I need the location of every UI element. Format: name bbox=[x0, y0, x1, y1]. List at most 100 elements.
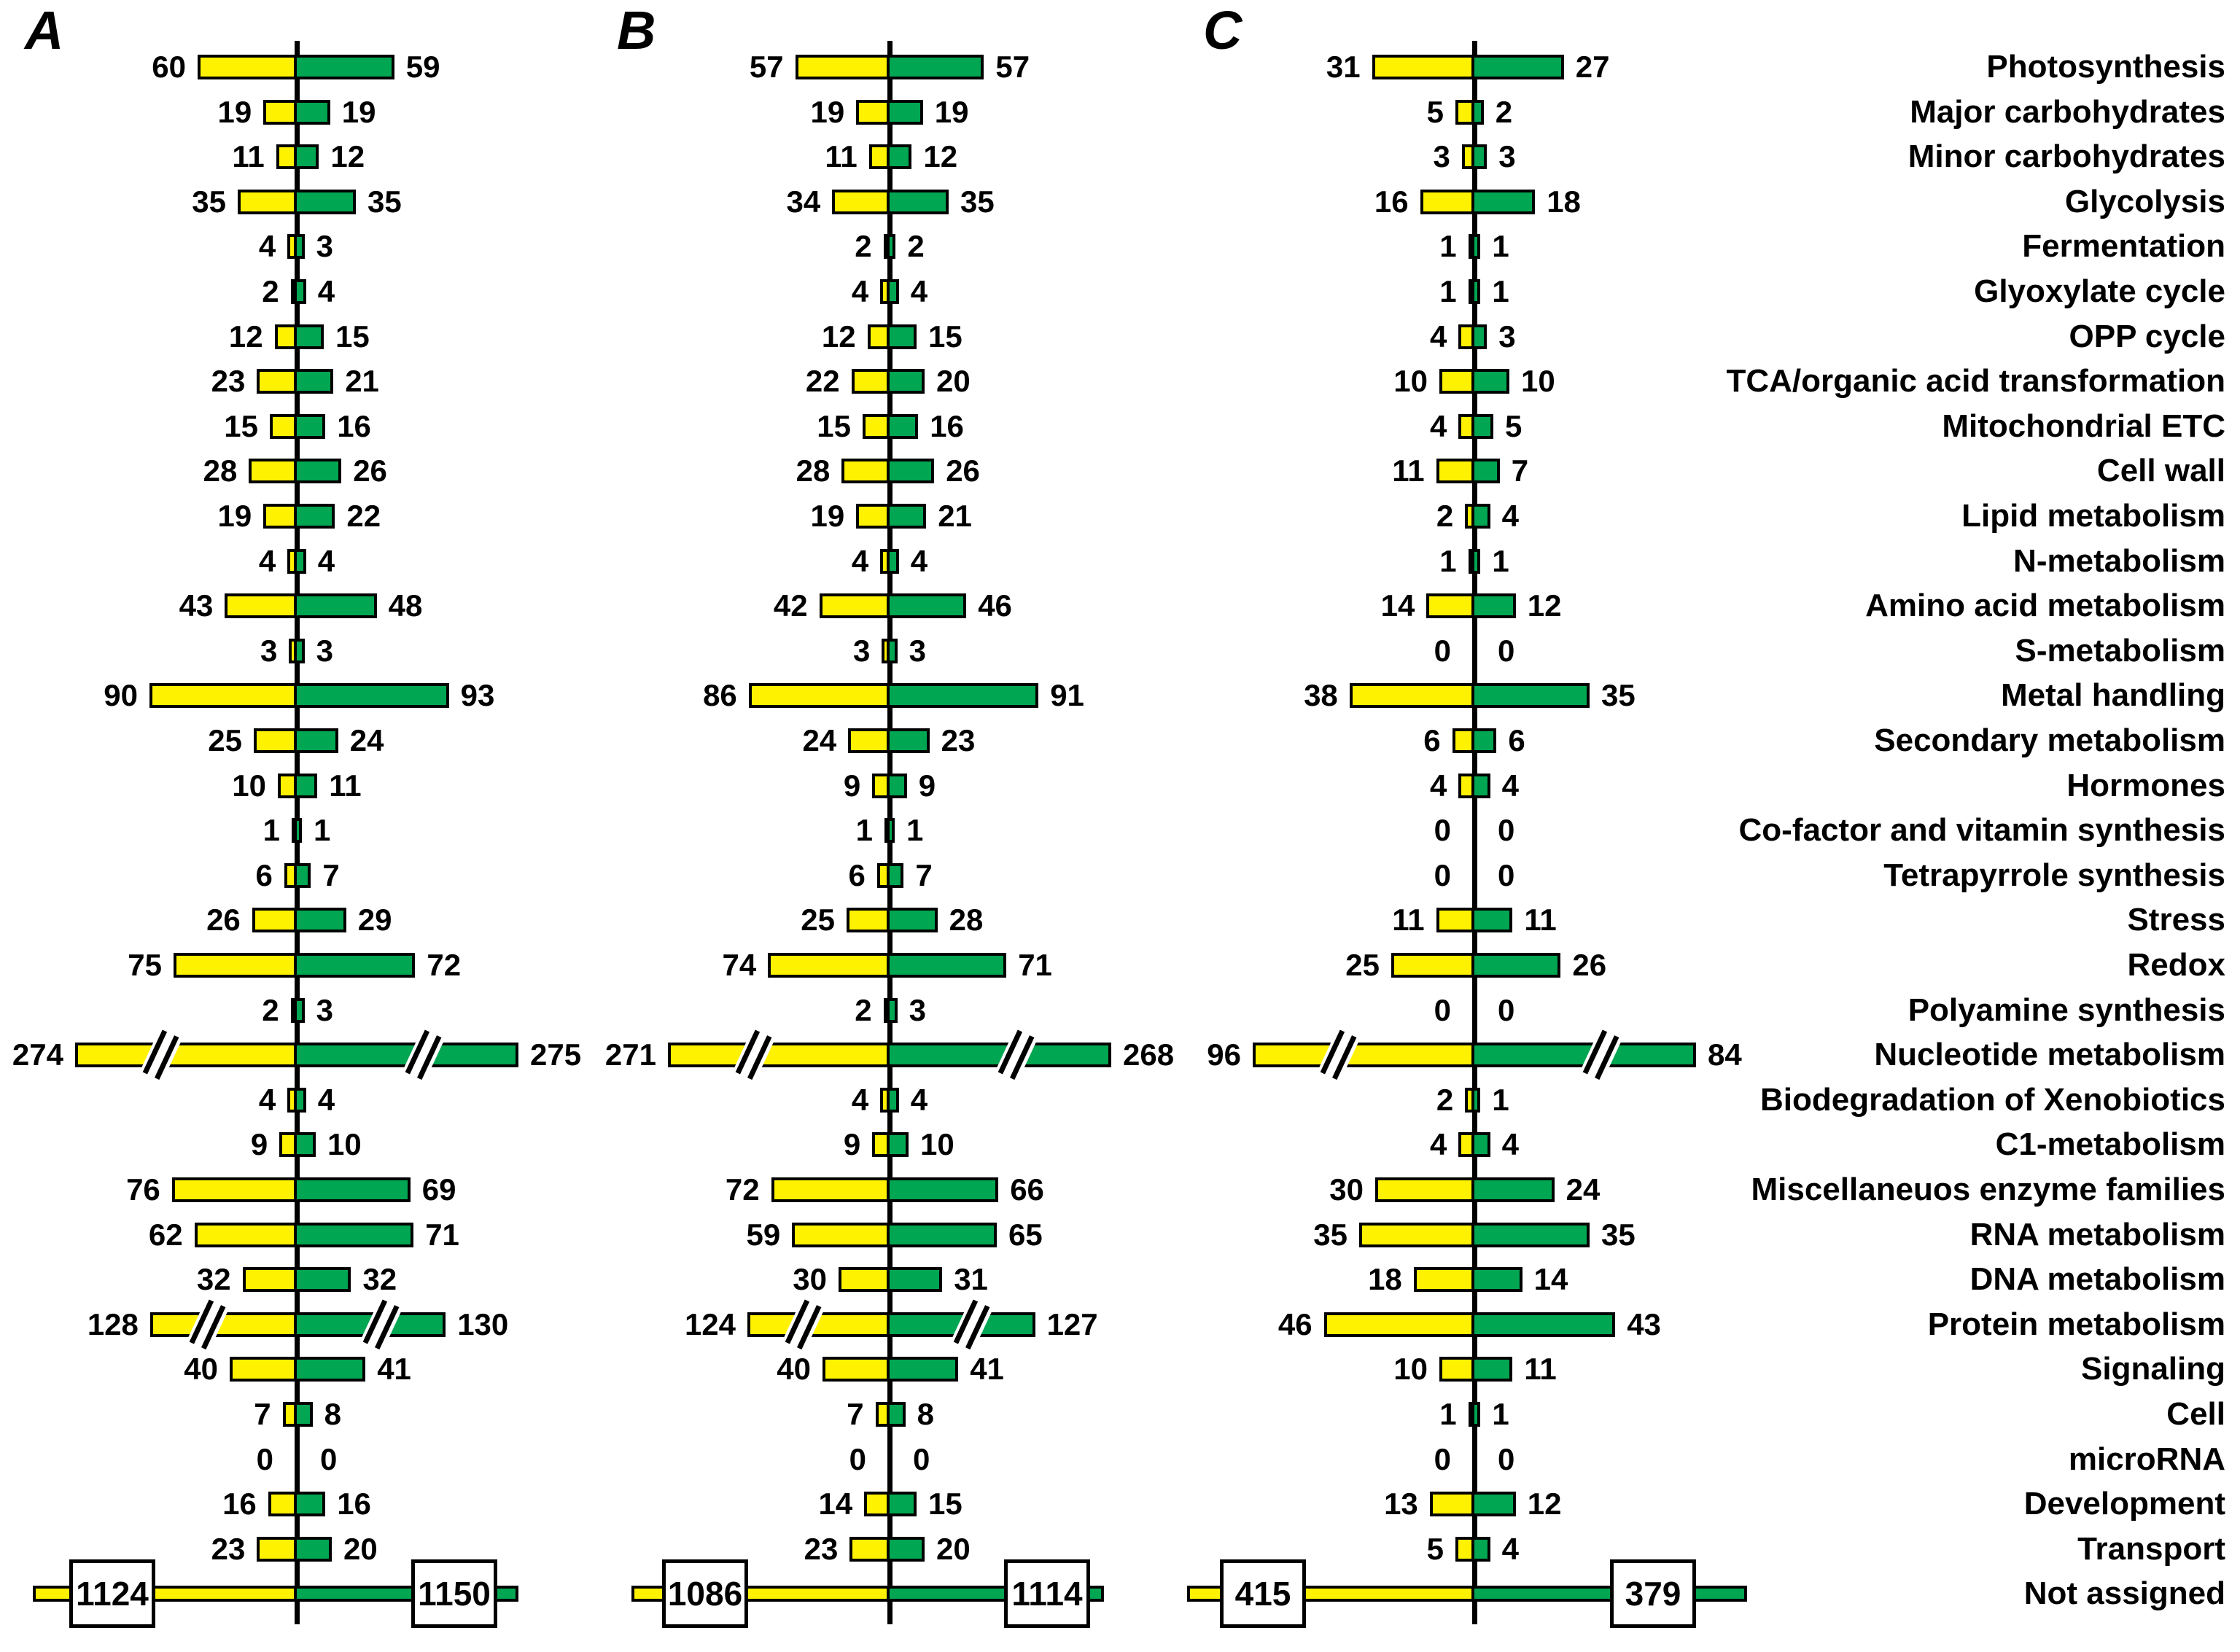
value-label-left: 9 bbox=[843, 768, 861, 803]
category-label: Amino acid metabolism bbox=[1865, 588, 2225, 624]
value-label-right: 4 bbox=[317, 1082, 335, 1117]
bar-right-C bbox=[1471, 773, 1490, 798]
value-label-left: 2 bbox=[855, 229, 872, 264]
value-label-left: 46 bbox=[1278, 1306, 1312, 1341]
value-label-right: 12 bbox=[1527, 1487, 1562, 1522]
panel-letter-A: A bbox=[25, 0, 64, 61]
value-label-right: 3 bbox=[909, 992, 926, 1027]
bar-right-A bbox=[294, 234, 305, 260]
bar-right-C bbox=[1471, 279, 1481, 304]
value-label-right: 268 bbox=[1123, 1037, 1175, 1072]
category-label: Lipid metabolism bbox=[1961, 498, 2225, 534]
value-label-right: 29 bbox=[357, 903, 392, 938]
value-label-left: 35 bbox=[1313, 1217, 1348, 1252]
value-label-left: 40 bbox=[184, 1352, 218, 1387]
total-box-left: 415 bbox=[1220, 1559, 1306, 1629]
value-label-right: 10 bbox=[920, 1127, 954, 1162]
value-label-left: 1 bbox=[262, 813, 280, 848]
value-label-left: 19 bbox=[217, 94, 252, 129]
category-label: Secondary metabolism bbox=[1874, 722, 2225, 758]
bar-right-C bbox=[1471, 234, 1481, 260]
bar-right-A bbox=[294, 144, 319, 170]
value-label-right: 11 bbox=[1524, 1352, 1557, 1387]
value-label-left: 25 bbox=[208, 723, 242, 757]
value-label-left: 28 bbox=[203, 453, 238, 488]
value-label-right: 4 bbox=[910, 1082, 928, 1117]
axis-line-C bbox=[1472, 41, 1477, 1624]
value-label-right: 20 bbox=[343, 1531, 378, 1566]
bar-right-A bbox=[294, 413, 326, 439]
bar-right-A bbox=[294, 683, 449, 709]
value-label-left: 12 bbox=[228, 319, 263, 354]
value-label-left: 10 bbox=[1393, 1352, 1428, 1387]
category-label: TCA/organic acid transformation bbox=[1726, 363, 2225, 400]
bar-right-A bbox=[294, 324, 324, 349]
bar-left-B bbox=[832, 189, 892, 214]
bar-right-A bbox=[294, 99, 330, 125]
bar-right-B bbox=[887, 1222, 997, 1247]
value-label-left: 23 bbox=[804, 1531, 839, 1566]
value-label-left: 4 bbox=[1430, 319, 1447, 354]
value-label-left: 2 bbox=[262, 274, 279, 308]
value-label-left: 4 bbox=[258, 543, 276, 578]
category-label: Photosynthesis bbox=[1986, 49, 2225, 85]
bar-left-A bbox=[263, 504, 300, 529]
bar-left-C bbox=[1375, 1177, 1477, 1202]
bar-left-B bbox=[668, 1043, 892, 1068]
bar-left-C bbox=[1359, 1222, 1477, 1247]
value-label-left: 124 bbox=[684, 1306, 736, 1341]
value-label-right: 84 bbox=[1708, 1037, 1742, 1072]
bar-right-B bbox=[887, 997, 898, 1023]
value-label-left: 4 bbox=[1430, 768, 1447, 803]
bar-left-B bbox=[839, 1267, 892, 1293]
bar-right-A bbox=[294, 1087, 306, 1113]
value-label-right: 57 bbox=[995, 50, 1030, 84]
value-label-left: 12 bbox=[821, 319, 856, 354]
bar-right-B bbox=[887, 773, 907, 798]
value-label-left: 16 bbox=[1374, 184, 1409, 219]
bar-right-A bbox=[294, 504, 335, 529]
value-label-left: 5 bbox=[1426, 94, 1444, 129]
value-label-left: 75 bbox=[128, 948, 162, 982]
value-label-right: 16 bbox=[337, 1487, 371, 1522]
value-label-right: 18 bbox=[1547, 184, 1581, 219]
value-label-right: 127 bbox=[1046, 1306, 1098, 1341]
bar-left-A bbox=[230, 1357, 300, 1382]
bar-right-B bbox=[887, 1177, 999, 1202]
category-label: Nucleotide metabolism bbox=[1874, 1037, 2225, 1073]
bar-left-B bbox=[792, 1222, 892, 1247]
bar-left-C bbox=[1429, 1492, 1477, 1517]
value-label-left: 6 bbox=[1423, 723, 1441, 757]
value-label-left: 4 bbox=[851, 543, 869, 578]
bar-right-B bbox=[887, 504, 927, 529]
bar-right-A bbox=[294, 953, 416, 978]
category-label: Minor carbohydrates bbox=[1908, 139, 2225, 175]
bar-right-B bbox=[887, 1536, 925, 1562]
bar-right-B bbox=[887, 234, 896, 260]
value-label-right: 31 bbox=[954, 1262, 988, 1297]
category-label: Redox bbox=[2127, 947, 2225, 983]
value-label-left: 96 bbox=[1207, 1037, 1241, 1072]
value-label-left: 14 bbox=[1380, 588, 1415, 623]
bar-right-A bbox=[294, 638, 305, 663]
bar-right-B bbox=[887, 1492, 917, 1517]
total-box-right: 1114 bbox=[1004, 1559, 1090, 1629]
value-label-right: 4 bbox=[317, 543, 335, 578]
bar-left-C bbox=[1349, 683, 1477, 709]
bar-left-B bbox=[856, 99, 892, 125]
value-label-left: 2 bbox=[262, 992, 279, 1027]
value-label-left: 74 bbox=[722, 948, 757, 982]
bar-right-A bbox=[294, 1492, 326, 1517]
value-label-left: 3 bbox=[260, 633, 278, 668]
value-label-right: 26 bbox=[1572, 948, 1607, 982]
total-box-left: 1124 bbox=[69, 1559, 155, 1629]
category-label: N-metabolism bbox=[2013, 542, 2225, 579]
value-label-left: 76 bbox=[126, 1172, 160, 1207]
value-label-left: 6 bbox=[255, 857, 273, 892]
bar-right-B bbox=[887, 324, 917, 349]
category-label: Hormones bbox=[2066, 767, 2225, 803]
bar-right-B bbox=[887, 99, 923, 125]
bar-right-C bbox=[1471, 504, 1490, 529]
value-label-left: 11 bbox=[1392, 453, 1425, 488]
value-label-left: 18 bbox=[1368, 1262, 1402, 1297]
